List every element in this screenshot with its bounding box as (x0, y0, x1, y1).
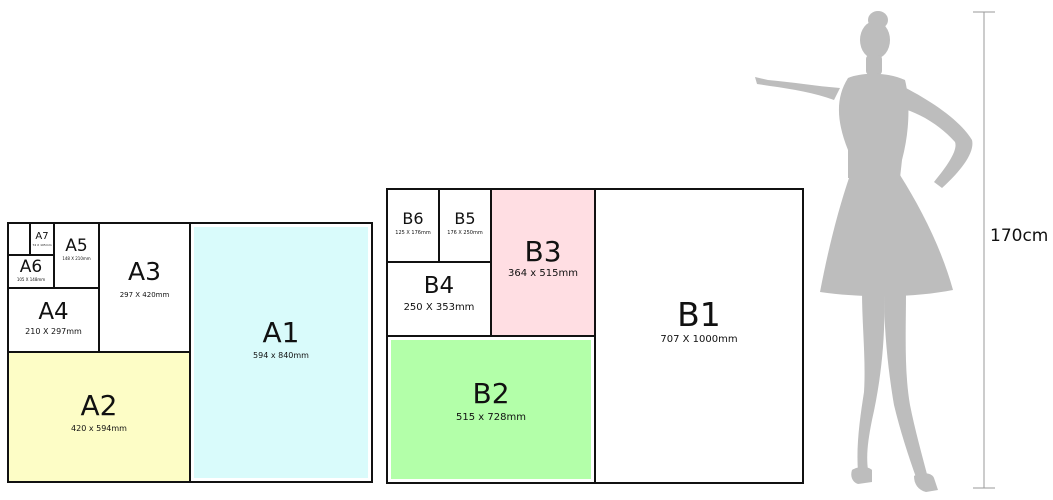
height-label: 170cm (990, 224, 1049, 248)
a1-size: 594 x 840mm (253, 351, 309, 360)
right-foot (914, 473, 938, 492)
a2-size: 420 x 594mm (71, 424, 127, 433)
height-measure (973, 11, 995, 489)
b5-size: 176 X 250mm (447, 230, 483, 236)
a2-sheet: A2 420 x 594mm (8, 352, 190, 482)
a7-size: 74 X 105mm (32, 243, 52, 247)
b2-sheet: B2 515 x 728mm (387, 336, 595, 483)
b6-size: 125 X 176mm (395, 230, 431, 236)
right-leg (884, 292, 928, 480)
a7-name: A7 (35, 231, 49, 242)
a2-name: A2 (80, 389, 118, 422)
b3-size: 364 x 515mm (508, 268, 578, 279)
b3-sheet: B3 364 x 515mm (491, 189, 595, 336)
skirt (820, 175, 953, 297)
b2-size: 515 x 728mm (456, 412, 526, 423)
left-foot (851, 467, 872, 484)
a4-sheet: A4 210 X 297mm (8, 288, 99, 352)
a3-name: A3 (127, 257, 161, 286)
b1-sheet: B1 707 X 1000mm (595, 189, 803, 483)
a4-name: A4 (38, 299, 69, 325)
b2-name: B2 (472, 377, 510, 410)
a8-sheet (8, 223, 30, 255)
b2-fill (391, 340, 591, 479)
a5-sheet: A5 148 X 210mm (54, 223, 99, 288)
neck (866, 55, 882, 75)
hip-arm (900, 85, 973, 188)
b1-size: 707 X 1000mm (660, 334, 738, 345)
b5-name: B5 (454, 209, 476, 228)
b4-size: 250 X 353mm (403, 302, 475, 313)
extended-arm (755, 77, 840, 100)
head (860, 21, 890, 59)
a7-sheet: A7 74 X 105mm (30, 223, 54, 255)
b5-sheet: B5 176 X 250mm (439, 189, 491, 262)
a3-sheet: A3 297 X 420mm (99, 223, 190, 352)
b4-sheet: B4 250 X 353mm (387, 262, 491, 336)
torso (838, 73, 909, 178)
a5-name: A5 (65, 236, 88, 256)
a4-size: 210 X 297mm (25, 327, 82, 336)
b1-name: B1 (677, 295, 721, 334)
a5-size: 148 X 210mm (62, 256, 91, 261)
a1-fill (194, 227, 368, 478)
a1-sheet: A1 594 x 840mm (190, 223, 372, 482)
b4-name: B4 (423, 273, 455, 299)
a6-sheet: A6 105 X 148mm (8, 255, 54, 288)
b6-name: B6 (402, 209, 424, 228)
b6-sheet: B6 125 X 176mm (387, 189, 439, 262)
a3-size: 297 X 420mm (119, 291, 170, 299)
a6-name: A6 (19, 257, 43, 277)
a1-name: A1 (262, 316, 300, 349)
a6-size: 105 X 148mm (16, 277, 46, 282)
b3-name: B3 (524, 235, 562, 268)
left-leg (857, 292, 885, 472)
